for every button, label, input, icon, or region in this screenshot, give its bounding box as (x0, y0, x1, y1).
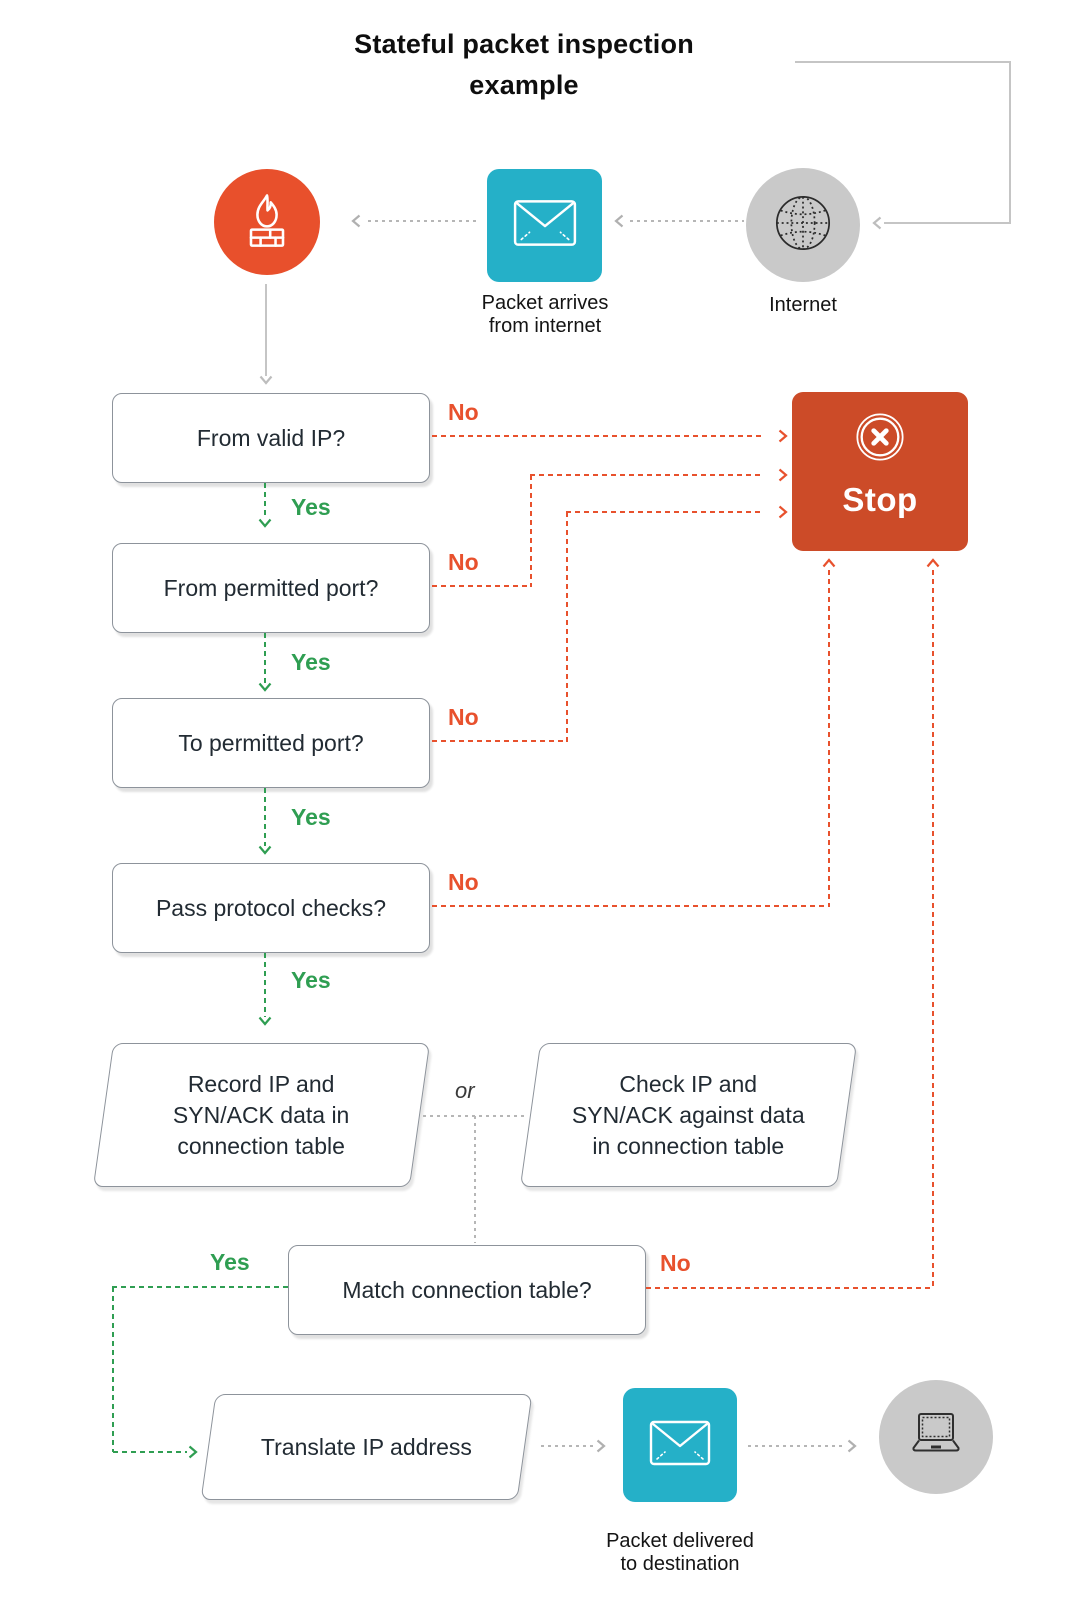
arrowhead-down-icon (257, 841, 273, 857)
title-connector-side (1009, 61, 1011, 224)
no-connector-5 (646, 1287, 934, 1289)
yes-label: Yes (291, 649, 331, 675)
decision-box-match-table: Match connection table? (288, 1245, 646, 1335)
no-connector-4 (432, 905, 830, 907)
yes-arrow-1 (264, 483, 266, 519)
arrowhead-right-icon (774, 467, 790, 483)
packet-arrives-caption: Packet arrives from internet (481, 292, 609, 337)
no-connector-3-riser (566, 512, 568, 742)
envelope-icon (512, 198, 578, 253)
no-connector-3 (432, 740, 568, 742)
no-label: No (448, 704, 479, 730)
decision-label: Pass protocol checks? (155, 894, 387, 921)
page-title: Stateful packet inspection example (354, 29, 694, 100)
arrowhead-right-icon (774, 428, 790, 444)
decision-label: From permitted port? (163, 574, 379, 601)
no-connector-3-top (566, 511, 762, 513)
yes-label: Yes (210, 1249, 250, 1275)
packet-arrives-node (487, 169, 602, 282)
match-yes-into-translate (113, 1451, 187, 1453)
decision-label: From valid IP? (196, 424, 346, 451)
arrowhead-up-icon (821, 556, 837, 572)
packet-to-firewall-arrow (368, 220, 480, 222)
arrowhead-down-icon (258, 371, 274, 387)
firewall-node (214, 169, 320, 275)
firewall-icon (235, 188, 299, 257)
check-label: Check IP and SYN/ACK against data in con… (572, 1070, 805, 1159)
decision-box-valid-ip: From valid IP? (112, 393, 430, 483)
title-connector-into-internet (884, 222, 1011, 224)
record-label: Record IP and SYN/ACK data in connection… (173, 1070, 350, 1159)
circle-x-icon (853, 410, 907, 469)
no-connector-2-top (530, 474, 762, 476)
yes-arrow-3 (264, 788, 266, 846)
internet-node (746, 168, 860, 282)
no-label: No (448, 869, 479, 895)
match-yes-connector (112, 1286, 288, 1288)
arrowhead-right-icon (843, 1438, 859, 1454)
arrowhead-right-icon (592, 1438, 608, 1454)
decision-label: To permitted port? (178, 729, 364, 756)
check-parallelogram: Check IP and SYN/ACK against data in con… (519, 1043, 858, 1187)
arrowhead-down-icon (257, 678, 273, 694)
packet-delivered-caption: Packet delivered to destination (606, 1530, 754, 1575)
arrowhead-left-icon (870, 215, 886, 231)
destination-node (879, 1380, 993, 1494)
no-label: No (660, 1250, 691, 1276)
yes-label: Yes (291, 804, 331, 830)
arrowhead-left-icon (349, 213, 365, 229)
arrowhead-down-icon (257, 514, 273, 530)
no-connector-2-riser (530, 475, 532, 587)
stop-label: Stop (842, 481, 918, 518)
decision-label: Match connection table? (342, 1276, 592, 1303)
arrowhead-right-icon (184, 1444, 200, 1460)
globe-icon (772, 192, 834, 259)
laptop-icon (904, 1409, 968, 1466)
yes-label: Yes (291, 967, 331, 993)
no-connector-1 (432, 435, 762, 437)
yes-arrow-4 (264, 953, 266, 1017)
translate-parallelogram: Translate IP address (200, 1394, 533, 1500)
internet-caption: Internet (769, 294, 837, 316)
firewall-down-line (265, 284, 267, 376)
no-connector-5-riser (932, 570, 934, 1289)
record-parallelogram: Record IP and SYN/ACK data in connection… (92, 1043, 431, 1187)
no-label: No (448, 549, 479, 575)
stop-node: Stop (792, 392, 968, 551)
yes-arrow-2 (264, 633, 266, 683)
decision-box-from-port: From permitted port? (112, 543, 430, 633)
or-label: or (455, 1078, 475, 1103)
yes-label: Yes (291, 494, 331, 520)
no-connector-2 (432, 585, 532, 587)
arrowhead-right-icon (774, 504, 790, 520)
match-yes-dropper (112, 1287, 114, 1452)
no-connector-4-riser (828, 570, 830, 907)
packet-to-destination-arrow (748, 1445, 846, 1447)
packet-delivered-node (623, 1388, 737, 1502)
envelope-icon (648, 1419, 712, 1472)
decision-box-protocol: Pass protocol checks? (112, 863, 430, 953)
arrowhead-up-icon (925, 556, 941, 572)
translate-label: Translate IP address (261, 1433, 472, 1460)
translate-to-packet-arrow (541, 1445, 595, 1447)
no-label: No (448, 399, 479, 425)
title-connector-top (795, 61, 1011, 63)
or-down-connector (474, 1116, 476, 1243)
arrowhead-left-icon (612, 213, 628, 229)
internet-to-packet-arrow (630, 220, 744, 222)
arrowhead-down-icon (257, 1012, 273, 1028)
decision-box-to-port: To permitted port? (112, 698, 430, 788)
